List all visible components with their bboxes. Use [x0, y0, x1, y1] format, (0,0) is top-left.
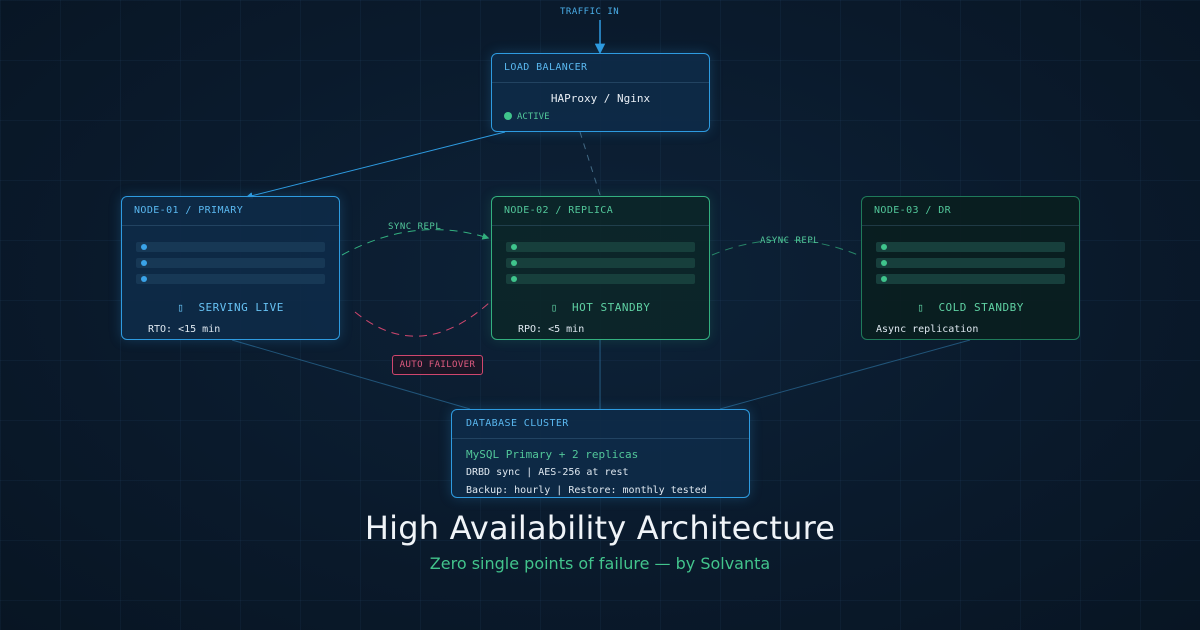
resource-bar: [876, 258, 1065, 268]
load-balancer-box[interactable]: LOAD BALANCER HAProxy / Nginx ACTIVE: [491, 53, 710, 132]
async-repl-link: [711, 239, 859, 256]
node-01-status: ▯ SERVING LIVE: [122, 301, 339, 314]
status-icon: ▯: [177, 301, 185, 314]
node-01-footer: RTO: <15 min: [148, 324, 221, 335]
node-03-footer: Async replication: [876, 324, 979, 335]
page-title: High Availability Architecture: [364, 509, 836, 547]
database-line-3: Backup: hourly | Restore: monthly tested: [466, 485, 707, 496]
node-03-status: ▯ COLD STANDBY: [862, 301, 1079, 314]
node-02-footer: RPO: <5 min: [518, 324, 585, 335]
load-balancer-status: ACTIVE: [504, 112, 550, 122]
node-02-status: ▯ HOT STANDBY: [492, 301, 709, 314]
load-balancer-status-text: ACTIVE: [517, 112, 550, 122]
bar-dot-icon: [881, 276, 887, 282]
resource-bar: [506, 258, 695, 268]
node01-to-db-link: [231, 339, 471, 410]
bar-dot-icon: [881, 260, 887, 266]
node-03-box[interactable]: NODE-03 / DR ▯ COLD STANDBY Async replic…: [861, 196, 1080, 340]
node-02-status-text: HOT STANDBY: [572, 301, 651, 314]
status-icon: ▯: [550, 301, 558, 314]
bar-dot-icon: [511, 244, 517, 250]
database-line-1: MySQL Primary + 2 replicas: [466, 448, 639, 461]
resource-bar: [876, 274, 1065, 284]
database-line-2: DRBD sync | AES-256 at rest: [466, 467, 629, 478]
failover-link: [354, 301, 491, 337]
status-icon: ▯: [917, 301, 925, 314]
resource-bar: [506, 274, 695, 284]
bar-dot-icon: [141, 276, 147, 282]
node03-to-db-link: [719, 339, 971, 410]
node-02-box[interactable]: NODE-02 / REPLICA ▯ HOT STANDBY RPO: <5 …: [491, 196, 710, 340]
resource-bar: [136, 242, 325, 252]
page-subtitle: Zero single points of failure — by Solva…: [429, 554, 771, 573]
status-led-icon: [504, 112, 512, 120]
lb-to-node02-link: [579, 131, 601, 196]
lb-to-node01-link: [245, 131, 506, 200]
resource-bar: [506, 242, 695, 252]
bar-dot-icon: [141, 244, 147, 250]
sync-repl-label: SYNC REPL: [388, 222, 442, 232]
node-02-header: NODE-02 / REPLICA: [492, 197, 709, 226]
node-01-box[interactable]: NODE-01 / PRIMARY ▯ SERVING LIVE RTO: <1…: [121, 196, 340, 340]
traffic-in-label: TRAFFIC IN: [560, 7, 620, 17]
load-balancer-title: HAProxy / Nginx: [550, 92, 651, 105]
async-repl-label: ASYNC REPL: [760, 236, 820, 246]
bar-dot-icon: [141, 260, 147, 266]
bar-dot-icon: [511, 276, 517, 282]
load-balancer-header: LOAD BALANCER: [492, 54, 709, 83]
bar-dot-icon: [881, 244, 887, 250]
node-01-status-text: SERVING LIVE: [198, 301, 284, 314]
auto-failover-badge: AUTO FAILOVER: [392, 355, 483, 375]
resource-bar: [136, 258, 325, 268]
resource-bar: [136, 274, 325, 284]
sync-repl-link: [341, 229, 490, 256]
node-03-header: NODE-03 / DR: [862, 197, 1079, 226]
bar-dot-icon: [511, 260, 517, 266]
database-cluster-box[interactable]: DATABASE CLUSTER MySQL Primary + 2 repli…: [451, 409, 750, 498]
resource-bar: [876, 242, 1065, 252]
database-header: DATABASE CLUSTER: [452, 410, 749, 439]
node-01-header: NODE-01 / PRIMARY: [122, 197, 339, 226]
node-03-status-text: COLD STANDBY: [938, 301, 1024, 314]
